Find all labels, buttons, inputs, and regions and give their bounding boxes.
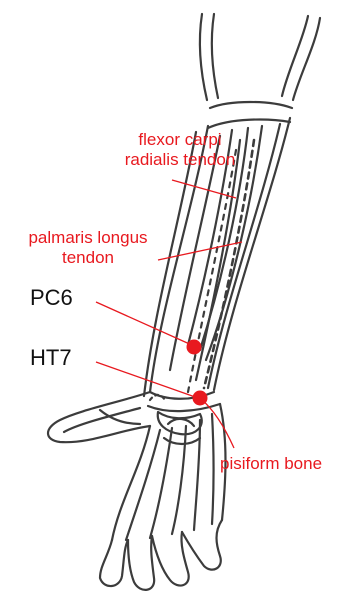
pisiform-bone-label: pisiform bone bbox=[220, 454, 322, 474]
pc6-label: PC6 bbox=[30, 286, 73, 310]
palmaris-label-line1: palmaris longus bbox=[28, 228, 147, 248]
ht7-point bbox=[193, 391, 208, 406]
ht7-label: HT7 bbox=[30, 346, 72, 370]
palmaris-longus-label: palmaris longus tendon bbox=[28, 228, 147, 268]
flexor-carpi-label: flexor carpi radialis tendon bbox=[125, 130, 236, 170]
arm-outline bbox=[48, 14, 320, 590]
flexor-label-line2: radialis tendon bbox=[125, 150, 236, 170]
flexor-leader-line bbox=[172, 180, 236, 198]
palmaris-label-line2: tendon bbox=[28, 248, 147, 268]
flexor-label-line1: flexor carpi bbox=[125, 130, 236, 150]
pc6-point bbox=[187, 340, 202, 355]
